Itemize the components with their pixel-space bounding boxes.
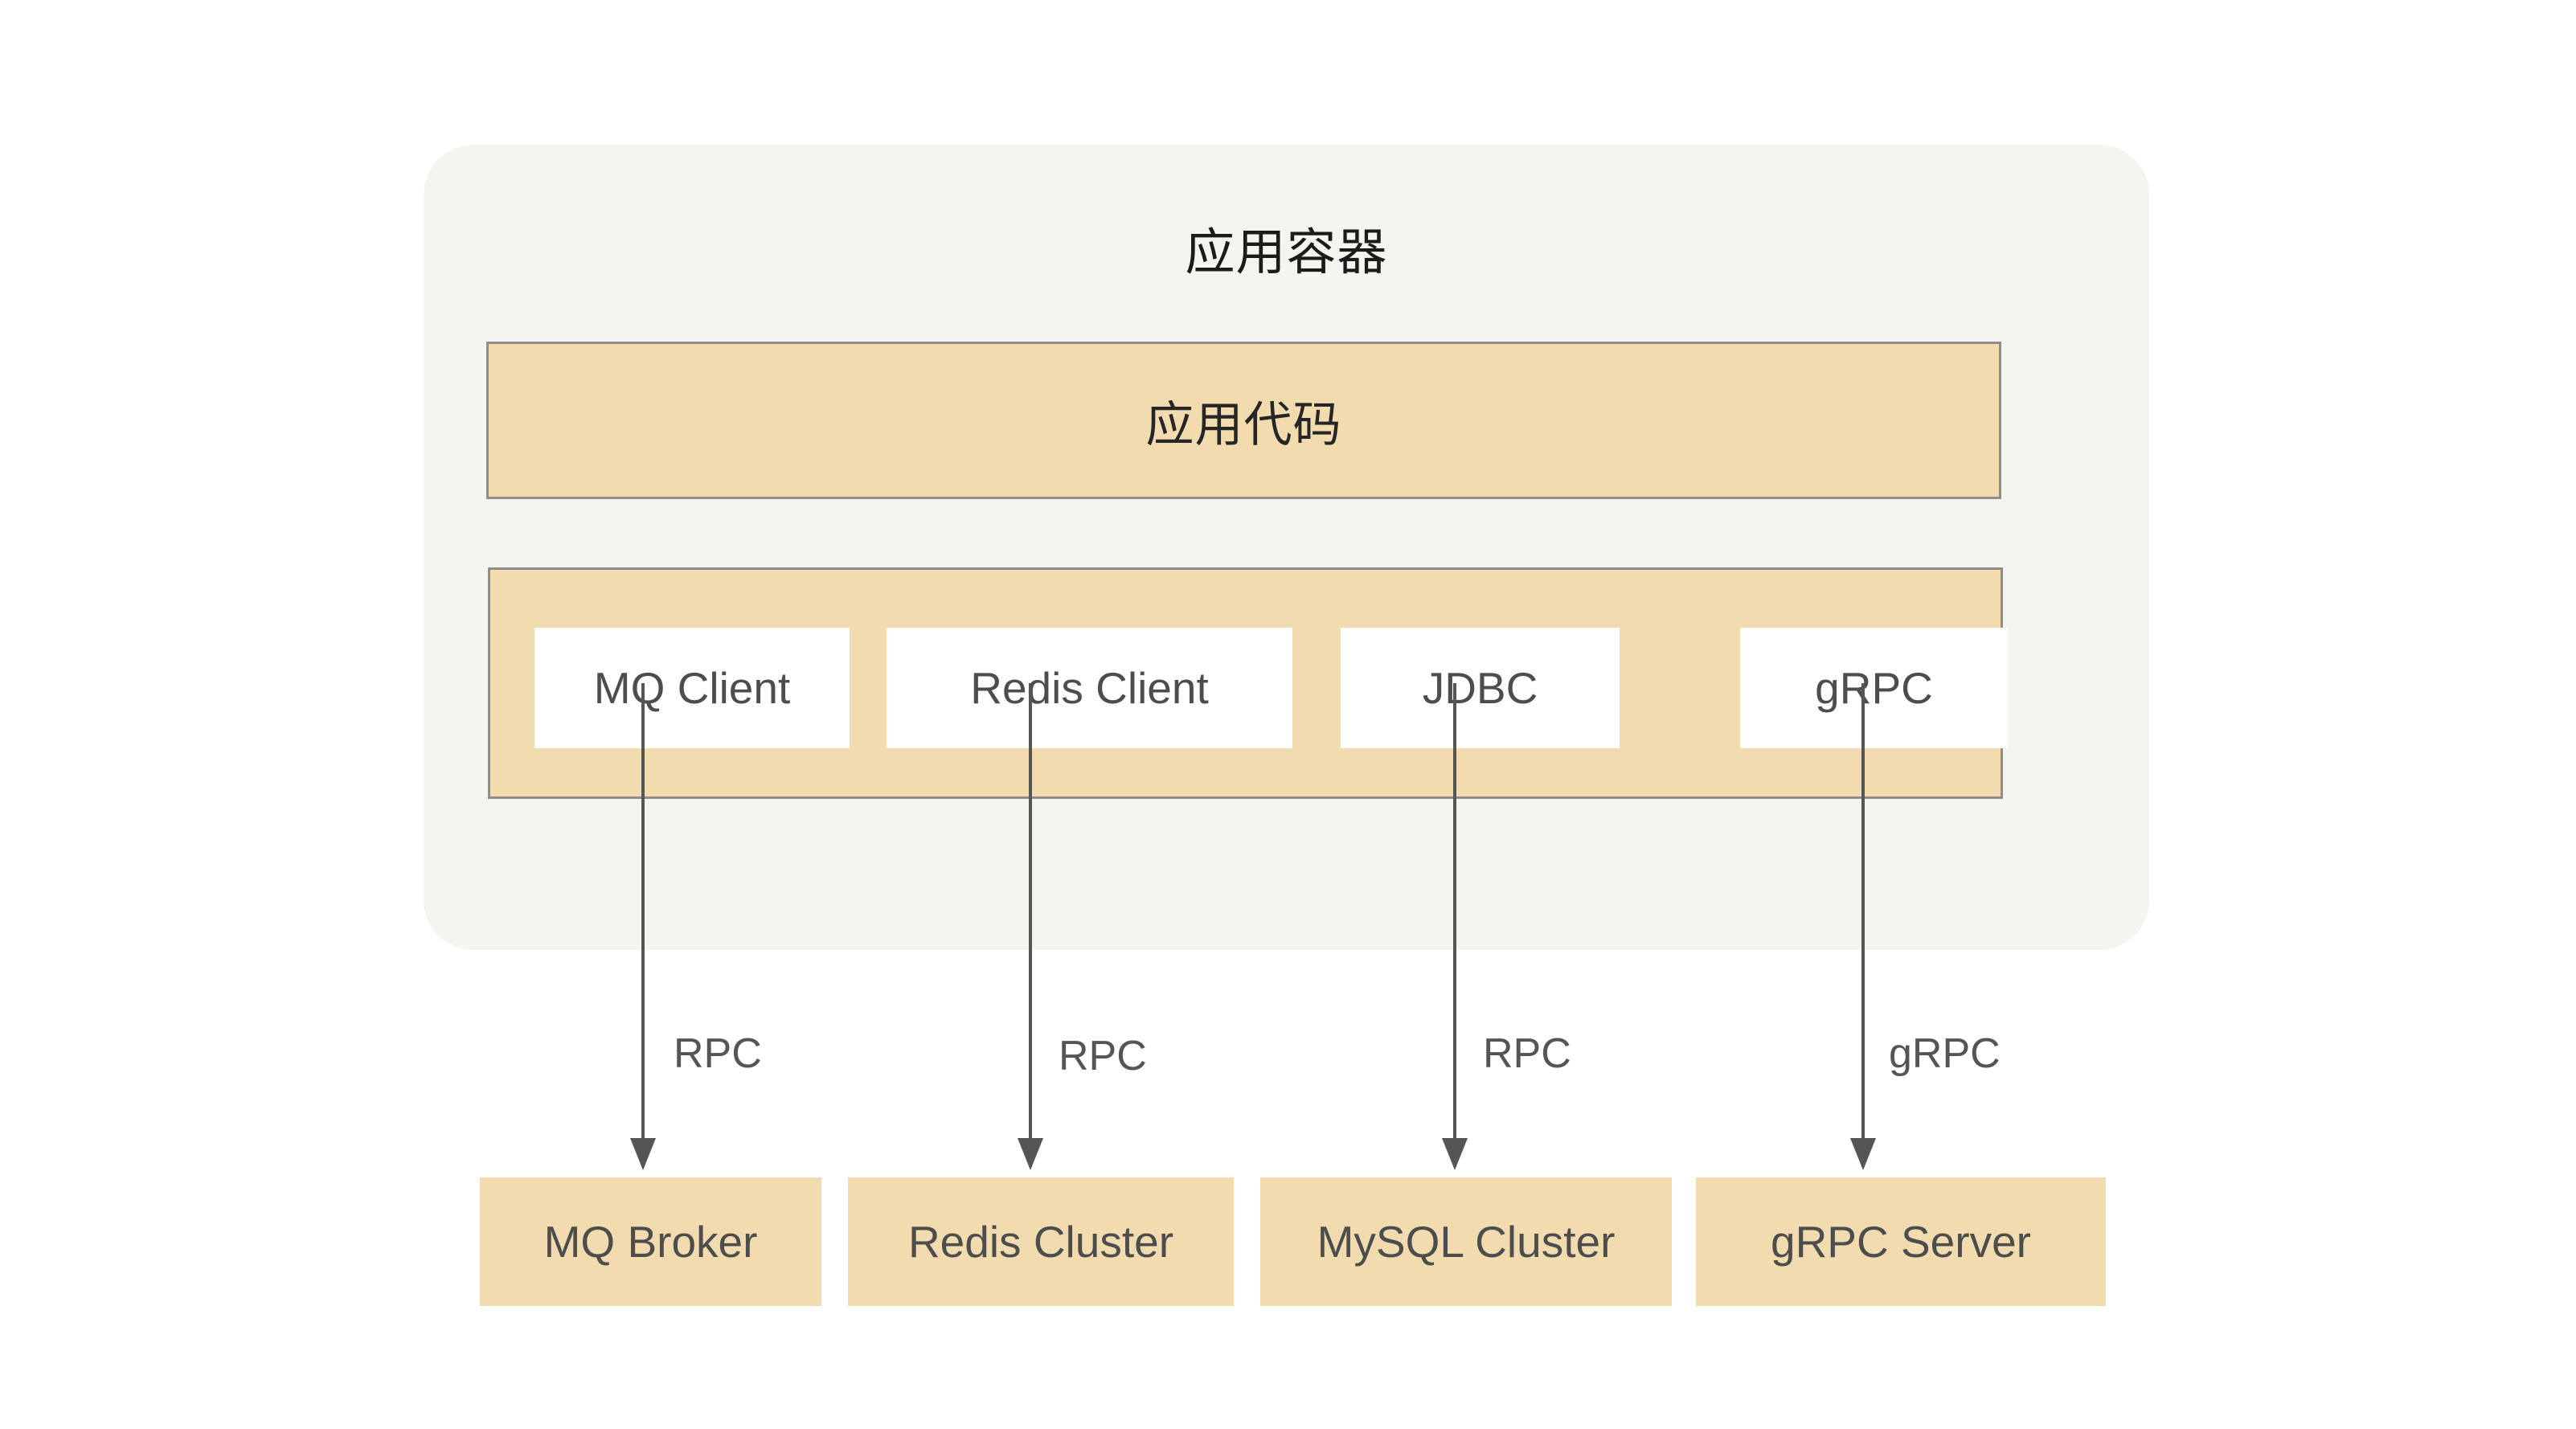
application-code-label: 应用代码 [1145,397,1342,452]
service-box-redis-cluster[interactable]: Redis Cluster [848,1177,1234,1306]
client-box-grpc[interactable]: gRPC [1740,628,2008,748]
arrow-label-jdbc: RPC [1483,1030,1571,1077]
service-label-mq-broker: MQ Broker [543,1217,758,1267]
service-label-redis-cluster: Redis Cluster [907,1217,1174,1267]
client-box-mq[interactable]: MQ Client [534,628,850,748]
client-label-mq: MQ Client [593,663,791,713]
client-label-jdbc: JDBC [1422,663,1538,713]
application-container: 应用容器 应用代码 MQ Client Redis Client JDBC gR… [424,145,2149,950]
client-box-redis[interactable]: Redis Client [887,628,1292,748]
client-box-jdbc[interactable]: JDBC [1341,628,1620,748]
service-box-grpc-server[interactable]: gRPC Server [1696,1177,2106,1306]
arrow-label-mq: RPC [674,1030,762,1077]
service-label-mysql-cluster: MySQL Cluster [1317,1217,1616,1267]
client-label-redis: Redis Client [970,663,1209,713]
service-box-mq-broker[interactable]: MQ Broker [480,1177,821,1306]
client-label-grpc: gRPC [1815,663,1933,713]
container-title: 应用容器 [1185,225,1388,280]
application-code-layer: 应用代码 [486,342,2001,499]
middleware-layer: MQ Client Redis Client JDBC gRPC [488,567,2008,799]
service-label-grpc-server: gRPC Server [1771,1217,2031,1267]
service-box-mysql-cluster[interactable]: MySQL Cluster [1260,1177,1672,1306]
arrow-label-grpc: gRPC [1889,1030,2001,1077]
arrow-label-redis: RPC [1059,1033,1147,1079]
